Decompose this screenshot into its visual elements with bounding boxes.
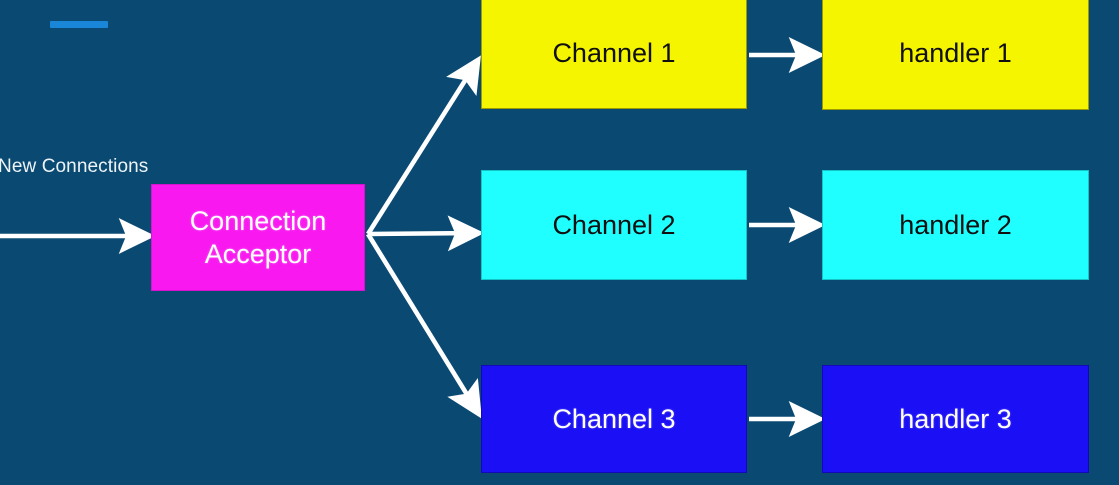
edge-acceptor-to-channel1 (366, 55, 481, 236)
node-channel-1[interactable]: Channel 1 (481, 0, 747, 109)
node-channel-1-label: Channel 1 (552, 37, 676, 68)
node-handler-1[interactable]: handler 1 (822, 0, 1089, 110)
node-channel-3-label: Channel 3 (552, 403, 676, 434)
node-channel-2-label: Channel 2 (552, 209, 676, 240)
node-channel-3[interactable]: Channel 3 (481, 365, 747, 473)
node-channel-2[interactable]: Channel 2 (481, 170, 747, 280)
node-handler-2-label: handler 2 (899, 209, 1012, 240)
node-handler-2[interactable]: handler 2 (822, 170, 1089, 280)
node-handler-3-label: handler 3 (899, 403, 1012, 434)
node-connection-acceptor-label: Connection Acceptor (189, 205, 327, 269)
blue-underline-marker-icon (50, 21, 108, 28)
new-connections-label: New Connections (0, 156, 149, 177)
edge-acceptor-to-channel3 (366, 232, 482, 419)
edge-acceptor-to-channel2 (367, 215, 485, 252)
node-handler-3[interactable]: handler 3 (822, 365, 1089, 473)
node-handler-1-label: handler 1 (899, 38, 1012, 68)
node-connection-acceptor[interactable]: Connection Acceptor (151, 184, 365, 291)
